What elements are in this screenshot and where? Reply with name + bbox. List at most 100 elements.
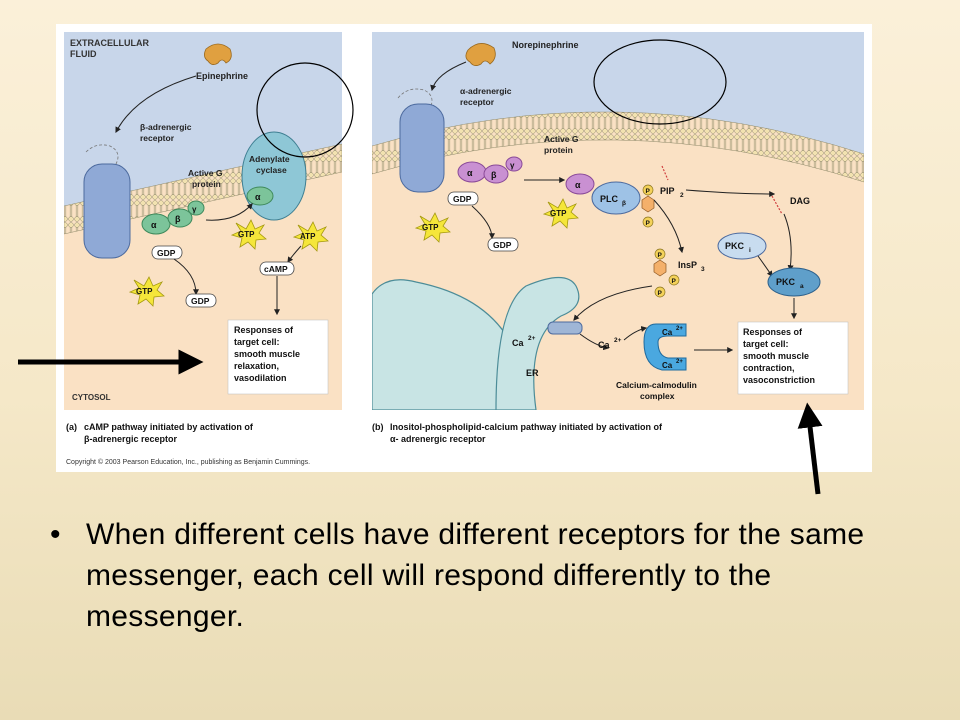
pathway-figure: EXTRACELLULAR FLUID Epinephrine β-adrene…: [56, 24, 872, 472]
ca-cytosol-label: Ca: [598, 340, 610, 350]
g-gamma-label-b: γ: [510, 161, 515, 170]
response-b-line-1: Responses of: [743, 327, 803, 337]
response-a-line-5: vasodilation: [234, 373, 287, 383]
beta-receptor-label-1: β-adrenergic: [140, 122, 192, 132]
annotation-circle-receptor: [256, 62, 354, 158]
caption-b-line-2: α- adrenergic receptor: [390, 434, 486, 444]
caption-a-prefix: (a): [66, 422, 77, 432]
g-beta-subunit-b: [483, 164, 509, 184]
response-a-line-1: Responses of: [234, 325, 294, 335]
g-gamma-subunit-a: [187, 200, 205, 216]
epinephrine-icon: [204, 43, 232, 65]
er-label: ER: [526, 368, 539, 378]
gdp-pill-a1: [151, 245, 183, 260]
plc-label: PLC: [600, 194, 619, 204]
figure-svg: EXTRACELLULAR FLUID Epinephrine β-adrene…: [64, 32, 864, 466]
gdp-pill-b2: [487, 237, 519, 252]
bullet-text-block: • When different cells have different re…: [50, 514, 910, 637]
g-alpha-bound-label-b: α: [575, 180, 581, 190]
gdp-pill-b1: [447, 191, 479, 206]
response-b-line-3: smooth muscle: [743, 351, 809, 361]
gdp-label-b1: GDP: [453, 194, 472, 204]
epinephrine-label: Epinephrine: [196, 71, 248, 81]
pip2-ring: [641, 195, 655, 213]
pip2-cleavage-mark: [661, 165, 669, 181]
ca-er-label: Ca: [512, 338, 524, 348]
atp-to-camp-arrow: [287, 245, 302, 263]
calmodulin-label-2: complex: [640, 391, 675, 401]
pkci-sub: i: [749, 247, 751, 254]
calmodulin-icon: [643, 323, 687, 371]
insp3-ring: [653, 259, 667, 277]
gdp-label-a1: GDP: [157, 248, 176, 258]
active-g-protein-b-label-1: Active G: [544, 134, 579, 144]
g-gamma-label-a: γ: [192, 205, 197, 214]
camp-label: cAMP: [264, 264, 288, 274]
caption-a-line-2: β-adrenergic receptor: [84, 434, 178, 444]
g-alpha-bound-b: [565, 173, 595, 195]
insp3-phosphate-2: [668, 274, 680, 286]
ca-release-arrow: [579, 333, 610, 351]
response-b-line-2: target cell:: [743, 339, 789, 349]
g-gamma-subunit-b: [505, 156, 523, 172]
calmodulin-label-1: Calcium-calmodulin: [616, 380, 697, 390]
bullet-text: When different cells have different rece…: [86, 518, 865, 633]
gdp-pill-a2: [185, 293, 217, 308]
pip2-phosphate-label-2: P: [646, 220, 651, 227]
g-beta-label-b: β: [491, 170, 497, 180]
calmodulin-ca-2-sup: 2+: [676, 359, 683, 365]
plc-icon: [591, 181, 641, 215]
caption-b-line-1: Inositol-phospholipid-calcium pathway in…: [390, 422, 663, 432]
pkca-label: PKC: [776, 277, 796, 287]
alpha-receptor-icon: [399, 103, 445, 193]
annotation-circle-norepinephrine: [593, 39, 727, 125]
response-a-line-2: target cell:: [234, 337, 280, 347]
insp3-phosphate-label-3: P: [658, 290, 663, 297]
gtp-burst-a1: [128, 276, 165, 307]
beta-receptor-label-2: receptor: [140, 133, 175, 143]
insp3-phosphate-3: [654, 286, 666, 298]
response-b-line-5: vasoconstriction: [743, 375, 815, 385]
ca-to-calmodulin-arrow: [623, 326, 648, 341]
plc-sub: β: [622, 200, 626, 207]
g-beta-label-a: β: [175, 214, 181, 224]
bullet-symbol: •: [50, 518, 61, 551]
response-box-a: [227, 319, 329, 395]
active-g-protein-label-2: protein: [192, 179, 221, 189]
beta-receptor-icon: [83, 163, 131, 259]
atp-label: ATP: [300, 232, 316, 241]
pip2-phosphate-2: [642, 216, 654, 228]
g-alpha-subunit-a: [141, 213, 171, 235]
gtp-burst-b1: [414, 212, 451, 243]
gtp-label-a1: GTP: [136, 287, 153, 296]
g-beta-subunit-a: [167, 208, 193, 228]
copyright-text: Copyright © 2003 Pearson Education, Inc.…: [66, 458, 310, 466]
gtp-label-b1: GTP: [422, 223, 439, 232]
response-b-line-4: contraction,: [743, 363, 795, 373]
caption-b-prefix: (b): [372, 422, 384, 432]
ca-cytosol-sup: 2+: [614, 337, 622, 344]
er-cisterna: [495, 276, 580, 410]
panel-b-membrane: [372, 111, 864, 183]
active-g-protein-label-1: Active G: [188, 168, 223, 178]
norepinephrine-arrow: [430, 61, 467, 92]
pkci-label: PKC: [725, 241, 745, 251]
receptor-binding-site: [85, 144, 119, 165]
norepinephrine-label: Norepinephrine: [512, 40, 579, 50]
dag-label: DAG: [790, 196, 810, 206]
pip2-to-insp3-arrow: [653, 199, 684, 254]
extracellular-label-1: EXTRACELLULAR: [70, 38, 149, 48]
insp3-label: InsP: [678, 260, 697, 270]
camp-pill: [259, 261, 295, 276]
insp3-phosphate-1: [654, 248, 666, 260]
pip2-sub: 2: [680, 192, 684, 199]
pkca-icon: [767, 267, 821, 297]
norepinephrine-icon: [465, 43, 496, 66]
g-alpha-label-b: α: [467, 168, 473, 178]
active-g-protein-b-label-2: protein: [544, 145, 573, 155]
dag-to-pkca-arrow: [783, 213, 794, 272]
gdp-release-arrow-a: [173, 258, 199, 296]
response-a-line-3: smooth muscle: [234, 349, 300, 359]
atp-burst: [292, 221, 329, 252]
